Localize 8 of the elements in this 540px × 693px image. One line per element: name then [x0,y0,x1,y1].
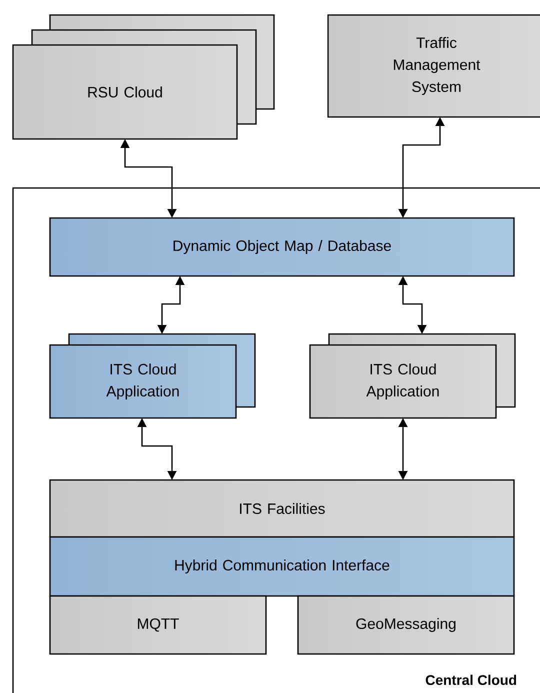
stacked-box: ITS Cloud Application [49,333,256,419]
box: Traffic Management System [327,14,540,118]
box: Dynamic Object Map / Database [49,217,515,277]
box: GeoMessaging [297,595,515,655]
box: ITS Facilities [49,479,515,538]
stacked-box: RSU Cloud [12,14,275,140]
box: MQTT [49,595,267,655]
stacked-box: ITS Cloud Application [309,333,516,419]
